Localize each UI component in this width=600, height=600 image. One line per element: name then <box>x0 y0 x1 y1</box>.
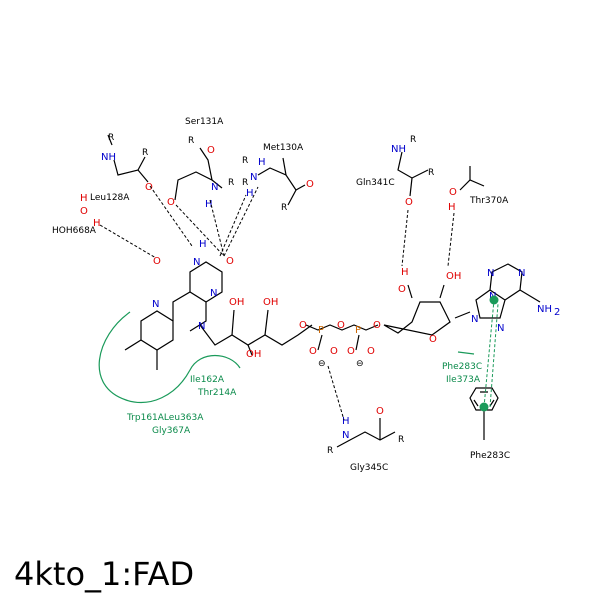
met130a-r: R <box>242 156 248 166</box>
gly345c-o: O <box>376 406 384 417</box>
ile162a-label: Ile162A <box>190 375 225 385</box>
isoalloxazine-rings <box>124 261 313 370</box>
thr370a-residue <box>459 166 485 191</box>
ser131a-residue <box>174 147 223 201</box>
met130a-r2: R <box>242 178 248 188</box>
gly345c-r: R <box>398 435 404 445</box>
atom-opb2: O <box>367 346 375 357</box>
atom-opb: O <box>347 346 355 357</box>
pyrophosphate <box>305 324 379 351</box>
thr370a-o: O <box>449 187 457 198</box>
gly345c-r2: R <box>327 446 333 456</box>
atom-obridge: O <box>337 320 345 331</box>
ser131a-r2: R <box>228 178 234 188</box>
phe283c-bottom-label: Phe283C <box>470 451 510 461</box>
ser131a-n: N <box>211 182 218 193</box>
thr370a-label: Thr370A <box>469 196 509 206</box>
atom-o2: O <box>226 256 234 267</box>
diagram-title: 4kto_1:FAD <box>14 555 194 593</box>
atom-n1: N <box>210 288 217 299</box>
adenine-nh2-sub: 2 <box>554 307 560 318</box>
atom-n3: N <box>193 257 200 268</box>
hoh-h2: H <box>93 218 101 229</box>
phe283c-hydrophobic-label: Phe283C <box>442 362 482 372</box>
ser131a-o: O <box>207 145 215 156</box>
ser131a-label: Ser131A <box>185 117 224 127</box>
adenine-n1: N <box>487 268 494 279</box>
adenine-nh2: NH <box>537 304 552 315</box>
atom-opa2: O <box>330 346 338 357</box>
leu128a-r: R <box>108 133 114 143</box>
gly345c-label: Gly345C <box>350 463 388 473</box>
atom-o4: O <box>153 256 161 267</box>
phe283c-residue <box>469 387 499 440</box>
met130a-nh: H <box>246 188 254 199</box>
ser131a-h: H <box>205 199 213 210</box>
ribose-o: O <box>429 334 437 345</box>
ser131a-r: R <box>188 136 194 146</box>
met130a-h: H <box>258 157 266 168</box>
hoh-o: O <box>80 206 88 217</box>
charge-1: ⊖ <box>318 359 326 369</box>
met130a-r3: R <box>281 203 287 213</box>
hydrogen-bonds <box>99 185 455 421</box>
atom-o5r: O <box>373 320 381 331</box>
ser131a-og: O <box>167 197 175 208</box>
gln341c-nh: NH <box>391 144 406 155</box>
atom-pb: P <box>355 325 361 336</box>
ribose-oh: OH <box>446 271 461 282</box>
trp161a-leu363a-label: Trp161ALeu363A <box>126 413 204 423</box>
gly345c-n: N <box>342 430 349 441</box>
adenine-n9: N <box>471 314 478 325</box>
met130a-o: O <box>306 179 314 190</box>
atom-n3h: H <box>199 239 207 250</box>
gln341c-r: R <box>410 135 416 145</box>
gly345c-residue <box>336 418 396 448</box>
gln341c-o: O <box>405 197 413 208</box>
thr370a-h: H <box>448 202 456 213</box>
met130a-residue <box>257 157 306 206</box>
atom-opa: O <box>309 346 317 357</box>
charge-2: ⊖ <box>356 359 364 369</box>
ribityl-oh-3: OH <box>263 297 278 308</box>
atom-pa: P <box>318 325 324 336</box>
leu128a-residue <box>107 134 149 183</box>
ile373a-label: Ile373A <box>446 375 481 385</box>
atom-n5: N <box>152 299 159 310</box>
hoh668a-label: HOH668A <box>52 226 97 236</box>
met130a-label: Met130A <box>263 143 304 153</box>
leu128a-o: O <box>145 182 153 193</box>
gln341c-r2: R <box>428 168 434 178</box>
gly345c-h: H <box>342 416 350 427</box>
hoh-h1: H <box>80 193 88 204</box>
thr214a-label: Thr214A <box>197 388 237 398</box>
ribityl-oh-2: OH <box>246 349 261 360</box>
leu128a-nh: NH <box>101 152 116 163</box>
leu128a-label: Leu128A <box>90 193 130 203</box>
hydrophobic-contacts <box>98 295 499 408</box>
adenine-n6: N <box>518 268 525 279</box>
ribose-o2: O <box>398 284 406 295</box>
ribose-h: H <box>401 267 409 278</box>
ribityl-oh-1: OH <box>229 297 244 308</box>
leu128a-r2: R <box>142 148 148 158</box>
adenine-n3: N <box>497 323 504 334</box>
met130a-n: N <box>250 172 257 183</box>
atom-n10: N <box>198 321 205 332</box>
atom-o5: O <box>299 320 307 331</box>
gln341c-residue <box>397 151 429 197</box>
ribose-adenine <box>383 263 541 336</box>
gly367a-label: Gly367A <box>152 426 191 436</box>
gln341c-label: Gln341C <box>356 178 395 188</box>
